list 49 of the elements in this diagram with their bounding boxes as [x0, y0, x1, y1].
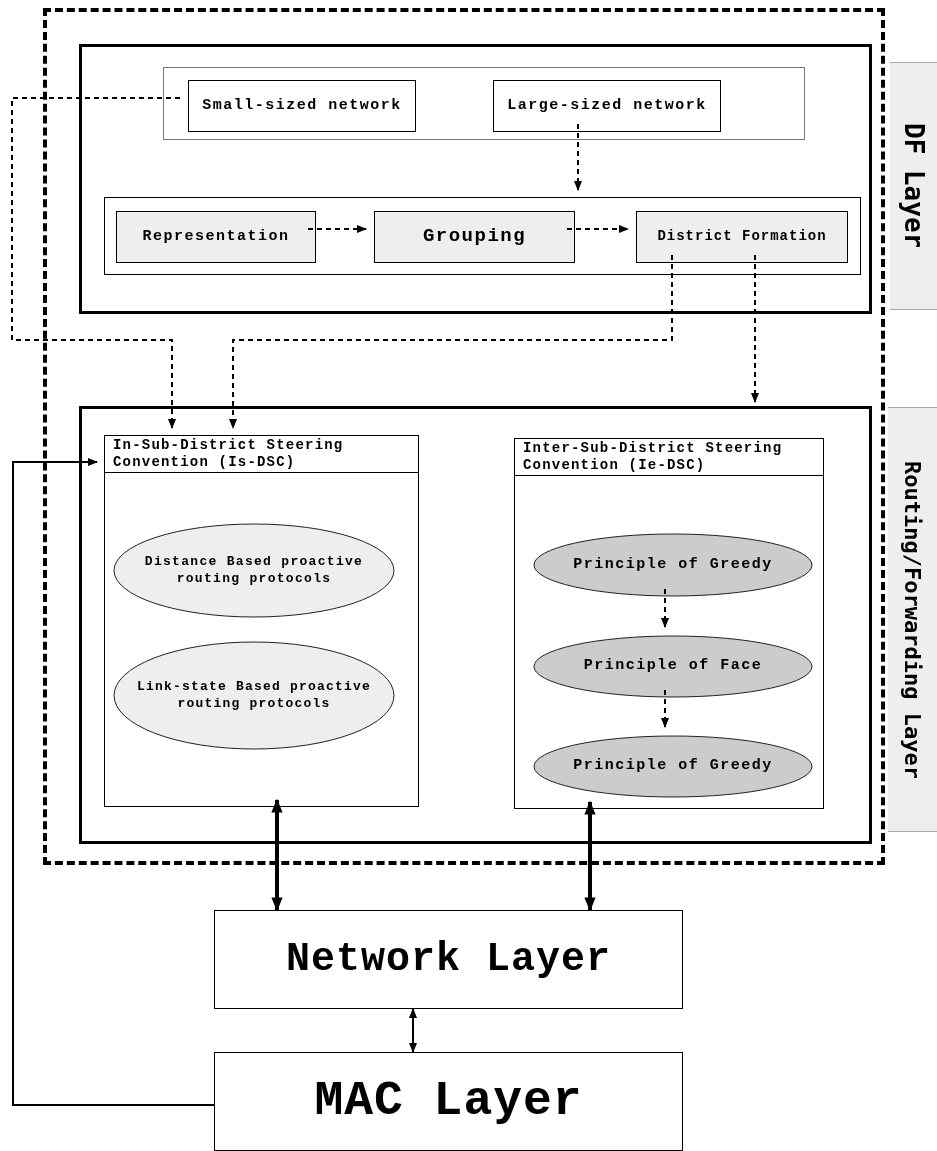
panel-box: [514, 438, 824, 809]
dashed-arrow: [661, 588, 669, 628]
node-label: Principle of Greedy: [573, 555, 773, 575]
process-box: [374, 211, 575, 263]
node-label: Network Layer: [285, 935, 612, 984]
dashed-arrow: [11, 97, 181, 429]
dashed-arrow: [751, 254, 759, 403]
ellipse-node: [533, 735, 813, 798]
node-label: District Formation: [657, 228, 827, 246]
layer-box: [214, 1052, 683, 1151]
side-tab: [888, 407, 937, 832]
layer-box: [79, 44, 872, 314]
node-label: MAC Layer: [314, 1073, 583, 1130]
dashed-arrow: [661, 689, 669, 728]
panel-heading: Inter-Sub-District Steering Convention (Ie-DSC): [523, 439, 784, 475]
ellipse-node: [113, 523, 395, 618]
arrow: [409, 1008, 417, 1053]
arrow: [584, 800, 596, 912]
process-box: [116, 211, 316, 263]
process-box: [188, 80, 416, 132]
node-label: Principle of Face: [583, 657, 763, 676]
dashed-arrow: [566, 225, 629, 233]
side-tab: [890, 62, 937, 310]
group-box: [104, 197, 861, 275]
layer-box: [79, 406, 872, 844]
node-label: Link-state Based proactive routing protocols: [135, 679, 372, 712]
node-label: Large-sized network: [507, 96, 707, 116]
node-label: Principle of Greedy: [573, 757, 773, 776]
dashed-arrow: [229, 254, 673, 429]
layer-box: [214, 910, 683, 1009]
node-label: Distance Based proactive routing protocols: [143, 554, 365, 587]
ellipse-node: [533, 533, 813, 597]
ellipse-node: [113, 641, 395, 750]
tab-label: DF Layer: [897, 123, 930, 249]
tab-label: Routing/Forwarding Layer: [899, 460, 927, 779]
node-label: Grouping: [422, 225, 527, 249]
process-box: [636, 211, 848, 263]
ellipse-node: [533, 635, 813, 698]
dashed-frame: [43, 8, 885, 865]
node-label: Representation: [142, 227, 290, 247]
arrow: [271, 798, 283, 912]
arrow: [12, 458, 215, 1106]
panel-box: [104, 435, 419, 807]
process-box: [493, 80, 721, 132]
group-box: [163, 67, 805, 140]
panel-heading: In-Sub-District Steering Convention (Is-DSC): [113, 436, 345, 472]
dashed-arrow: [307, 225, 367, 233]
dashed-arrow: [574, 123, 582, 191]
node-label: Small-sized network: [202, 96, 402, 116]
